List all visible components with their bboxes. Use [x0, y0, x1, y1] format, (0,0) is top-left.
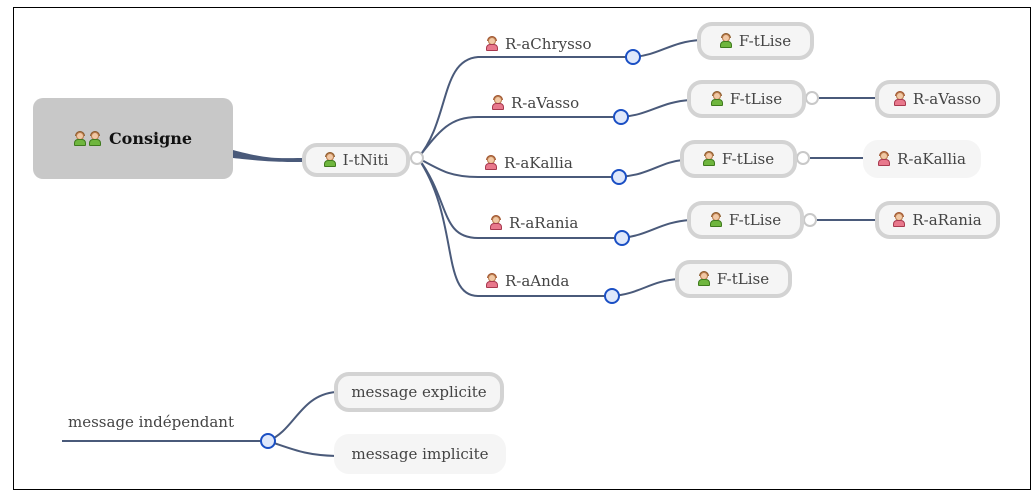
chrysso-collapse-toggle — [625, 49, 641, 65]
branch-node-anda[interactable]: R-aAnda — [486, 270, 569, 292]
grandchild-label: R-aRania — [912, 211, 982, 229]
branch-label: R-aKallia — [504, 154, 573, 172]
edge-chrysso-child — [632, 39, 701, 58]
branch-node-kallia[interactable]: R-aKallia — [485, 152, 573, 174]
branch-label: R-aRania — [509, 214, 579, 232]
vasso-child-toggle — [805, 91, 819, 105]
root-label: Consigne — [108, 129, 193, 148]
edge-vasso-child — [620, 99, 691, 118]
child-label: F-tLise — [729, 90, 783, 108]
edge-standalone-explicite — [267, 391, 337, 442]
child-label: F-tLise — [716, 270, 770, 288]
kallia-collapse-toggle — [611, 169, 627, 185]
hub-collapse-toggle — [410, 151, 424, 165]
branch-node-vasso[interactable]: R-aVasso — [492, 92, 579, 114]
root-to-hub-edge — [233, 150, 302, 162]
person-green-icon — [710, 91, 723, 106]
person-green-icon — [323, 152, 336, 167]
grandchild-node-vasso[interactable]: R-aVasso — [875, 80, 1000, 118]
grandchild-label: R-aVasso — [912, 90, 982, 108]
rania-child-toggle — [803, 213, 817, 227]
anda-collapse-toggle — [604, 288, 620, 304]
person-pink-icon — [490, 215, 502, 230]
grandchild-node-kallia[interactable]: R-aKallia — [863, 140, 981, 178]
edge-hub-vasso — [417, 116, 621, 159]
person-pink-icon — [893, 91, 906, 106]
child-label: F-tLise — [728, 211, 782, 229]
standalone-child-explicite[interactable]: message explicite — [334, 372, 504, 412]
standalone-label: message indépendant — [68, 413, 234, 431]
edge-hub-chrysso — [417, 56, 633, 159]
person-green-icon — [702, 151, 715, 166]
child-node-vasso[interactable]: F-tLise — [687, 80, 806, 118]
standalone-child-label: message implicite — [351, 445, 489, 463]
person-pink-icon — [878, 151, 891, 166]
person-pink-icon — [486, 36, 498, 51]
branch-label: R-aChrysso — [505, 35, 592, 53]
standalone-child-label: message explicite — [351, 383, 487, 401]
branch-label: R-aAnda — [505, 272, 570, 290]
mindmap-canvas — [13, 7, 1031, 490]
edge-rania-child — [621, 219, 691, 239]
child-node-chrysso[interactable]: F-tLise — [697, 22, 814, 60]
person-pink-icon — [485, 155, 497, 170]
grandchild-label: R-aKallia — [897, 150, 966, 168]
grandchild-node-rania[interactable]: R-aRania — [875, 201, 1000, 239]
root-node-consigne[interactable]: Consigne — [33, 98, 233, 179]
vasso-collapse-toggle — [613, 109, 629, 125]
kallia-child-toggle — [796, 151, 810, 165]
edge-kallia-child — [618, 159, 684, 178]
child-label: F-tLise — [721, 150, 775, 168]
person-green-icon — [697, 271, 710, 286]
person-green-icon — [719, 33, 732, 48]
hub-label: I-tNiti — [342, 151, 389, 169]
standalone-node[interactable]: message indépendant — [68, 410, 234, 434]
child-node-rania[interactable]: F-tLise — [687, 201, 804, 239]
edge-standalone-implicite — [267, 440, 337, 457]
person-pink-icon — [486, 273, 498, 288]
person-green-icon — [709, 212, 722, 227]
branch-node-chrysso[interactable]: R-aChrysso — [486, 33, 592, 55]
child-label: F-tLise — [738, 32, 792, 50]
person-green-icon — [88, 130, 101, 146]
standalone-collapse-toggle — [260, 433, 276, 449]
branch-node-rania[interactable]: R-aRania — [490, 212, 578, 234]
standalone-child-implicite[interactable]: message implicite — [334, 434, 506, 474]
edge-hub-kallia — [417, 157, 619, 178]
person-pink-icon — [492, 95, 504, 110]
person-green-icon — [73, 130, 86, 146]
edge-anda-child — [611, 278, 679, 297]
child-node-kallia[interactable]: F-tLise — [680, 140, 797, 178]
edge-hub-anda — [417, 157, 612, 297]
hub-node[interactable]: I-tNiti — [302, 143, 410, 177]
person-pink-icon — [893, 212, 906, 227]
rania-collapse-toggle — [614, 230, 630, 246]
branch-label: R-aVasso — [511, 94, 580, 112]
child-node-anda[interactable]: F-tLise — [675, 260, 792, 298]
